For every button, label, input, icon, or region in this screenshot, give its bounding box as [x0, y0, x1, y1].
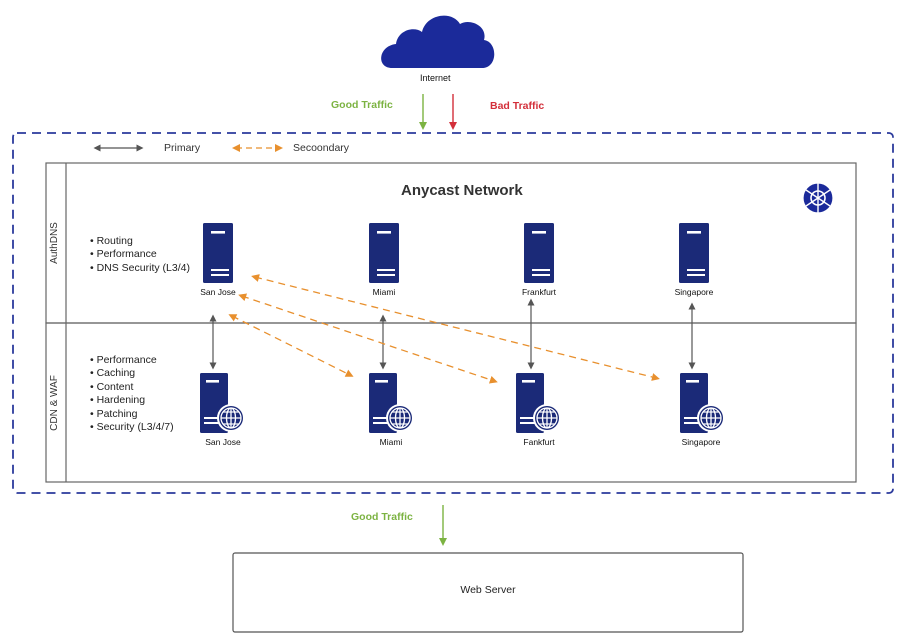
- authdns-node-label: Frankfurt: [521, 287, 556, 297]
- good-traffic-label: Good Traffic: [331, 99, 393, 111]
- cdn-node-label: Miami: [379, 437, 403, 447]
- authdns-server-icon: [369, 223, 399, 283]
- list-item: DNS Security (L3/4): [90, 262, 190, 275]
- authdns-server-icon: [524, 223, 554, 283]
- legend-primary-label: Primary: [164, 142, 201, 154]
- authdns-server-icon: [679, 223, 709, 283]
- legend-secondary-label: Secoondary: [293, 142, 350, 154]
- web-server-label: Web Server: [460, 584, 516, 596]
- list-item: Content: [90, 381, 174, 394]
- list-item: Security (L3/4/7): [90, 421, 174, 434]
- authdns-node-label: Miami: [372, 287, 396, 297]
- cdn-node-label: San Jose: [205, 437, 241, 447]
- cdn-server-icon: [200, 373, 246, 433]
- cdn-feature-list: Performance Caching Content Hardening Pa…: [90, 354, 174, 434]
- web-server-box: [232, 552, 744, 633]
- secondary-link-frankfurt: [238, 293, 498, 384]
- internet-label: Internet: [420, 73, 451, 83]
- authdns-node-label: San Jose: [200, 287, 236, 297]
- list-item: Performance: [90, 354, 174, 367]
- bad-traffic-label: Bad Traffic: [490, 100, 545, 112]
- cdn-node-label: Singapore: [681, 437, 721, 447]
- list-item: Patching: [90, 408, 174, 421]
- secondary-link-singapore: [251, 274, 660, 381]
- list-item: Hardening: [90, 394, 174, 407]
- anycast-network-icon: [802, 182, 834, 214]
- cdn-server-icon: [369, 373, 415, 433]
- anycast-boundary: [12, 132, 894, 494]
- cdn-server-icon: [516, 373, 562, 433]
- cdn-server-icon: [680, 373, 726, 433]
- cdn-waf-section-label: CDN & WAF: [49, 375, 60, 431]
- network-title: Anycast Network: [401, 182, 523, 199]
- good-traffic-out-label: Good Traffic: [351, 511, 413, 523]
- authdns-node-label: Singapore: [674, 287, 714, 297]
- list-item: Routing: [90, 235, 190, 248]
- internet-cloud-icon: [381, 15, 495, 68]
- secondary-link-miami: [228, 314, 354, 377]
- authdns-server-icon: [203, 223, 233, 283]
- authdns-feature-list: Routing Performance DNS Security (L3/4): [90, 235, 190, 275]
- list-item: Caching: [90, 367, 174, 380]
- authdns-section-label: AuthDNS: [49, 222, 60, 264]
- cdn-node-label: Fankfurt: [523, 437, 555, 447]
- list-item: Performance: [90, 248, 190, 261]
